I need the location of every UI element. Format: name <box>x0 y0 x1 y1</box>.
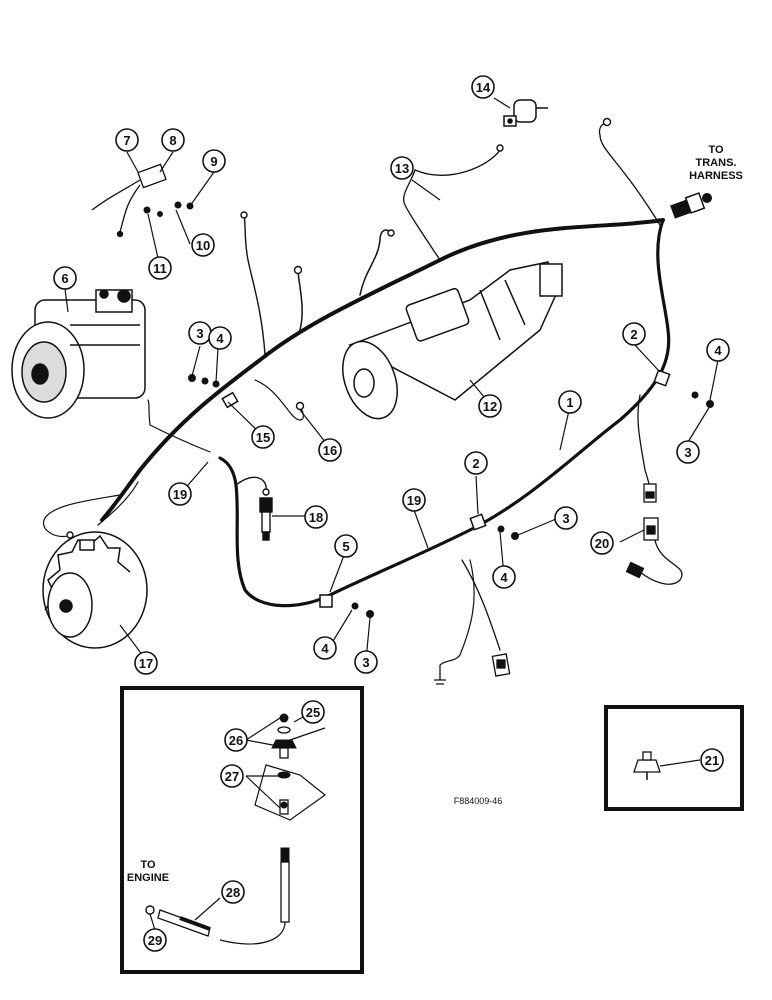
callout-19-left: 19 <box>168 482 192 506</box>
callout-15: 15 <box>251 425 275 449</box>
callout-29: 29 <box>143 928 167 952</box>
svg-text:2: 2 <box>630 327 637 342</box>
svg-text:2: 2 <box>472 456 479 471</box>
callout-5: 5 <box>334 534 358 558</box>
svg-text:17: 17 <box>139 656 153 671</box>
callout-6: 6 <box>53 266 77 290</box>
callout-1: 1 <box>558 390 582 414</box>
callout-25: 25 <box>301 700 325 724</box>
trans-harness-label: TO TRANS. HARNESS <box>689 144 743 182</box>
svg-text:28: 28 <box>226 885 240 900</box>
svg-text:4: 4 <box>216 331 224 346</box>
terminal-rings <box>66 117 612 539</box>
svg-text:21: 21 <box>705 753 719 768</box>
svg-text:HARNESS: HARNESS <box>689 170 743 182</box>
svg-text:4: 4 <box>500 570 508 585</box>
svg-text:4: 4 <box>714 343 722 358</box>
svg-text:8: 8 <box>169 133 176 148</box>
svg-text:7: 7 <box>123 133 130 148</box>
svg-text:12: 12 <box>483 399 497 414</box>
svg-text:20: 20 <box>595 536 609 551</box>
callout-2-center: 2 <box>464 451 488 475</box>
callout-19-center: 19 <box>402 488 426 512</box>
callout-2-right: 2 <box>622 322 646 346</box>
callout-28: 28 <box>221 880 245 904</box>
svg-text:1: 1 <box>566 395 573 410</box>
svg-text:3: 3 <box>196 326 203 341</box>
callout-14: 14 <box>471 75 495 99</box>
part-14-relay <box>503 99 548 127</box>
callout-27: 27 <box>220 764 244 788</box>
callout-13: 13 <box>390 156 414 180</box>
inset-part-21 <box>604 705 744 811</box>
harness-clamps <box>221 369 671 608</box>
part-12-starter <box>342 261 563 420</box>
svg-text:16: 16 <box>323 443 337 458</box>
svg-text:14: 14 <box>476 80 491 95</box>
svg-text:3: 3 <box>684 445 691 460</box>
svg-text:25: 25 <box>306 705 320 720</box>
callout-12: 12 <box>478 394 502 418</box>
callout-21: 21 <box>700 748 724 772</box>
callout-4-center: 4 <box>492 565 516 589</box>
engine-label: TO ENGINE <box>127 859 169 884</box>
svg-text:15: 15 <box>256 430 270 445</box>
svg-text:TO: TO <box>140 859 156 871</box>
svg-text:TO: TO <box>708 144 724 156</box>
callout-8: 8 <box>161 128 185 152</box>
svg-text:6: 6 <box>61 271 68 286</box>
callout-3-bottom: 3 <box>354 650 378 674</box>
callout-20: 20 <box>590 531 614 555</box>
callout-3-right: 3 <box>676 440 700 464</box>
callout-4-left: 4 <box>208 326 232 350</box>
figure-code: F884009-46 <box>454 796 503 806</box>
callout-10: 10 <box>191 233 215 257</box>
part-17-alternator <box>42 531 148 649</box>
callout-7: 7 <box>115 128 139 152</box>
svg-text:3: 3 <box>562 511 569 526</box>
lower-harness-connector <box>434 653 511 685</box>
part-7-8-module <box>91 163 167 238</box>
part-18-sender <box>259 497 273 541</box>
connector-20 <box>625 483 683 585</box>
svg-text:10: 10 <box>196 238 210 253</box>
svg-text:TRANS.: TRANS. <box>696 157 737 169</box>
svg-text:27: 27 <box>225 769 239 784</box>
svg-text:ENGINE: ENGINE <box>127 872 169 884</box>
trans-harness-connector <box>670 192 712 219</box>
svg-text:26: 26 <box>229 733 243 748</box>
svg-text:11: 11 <box>153 261 167 276</box>
svg-text:29: 29 <box>148 933 162 948</box>
part-6-compressor <box>11 289 146 419</box>
callout-3-center: 3 <box>554 506 578 530</box>
svg-text:4: 4 <box>321 641 329 656</box>
svg-text:5: 5 <box>342 539 349 554</box>
svg-text:19: 19 <box>407 493 421 508</box>
svg-text:9: 9 <box>210 154 217 169</box>
callout-26: 26 <box>224 728 248 752</box>
callout-4-right: 4 <box>706 338 730 362</box>
hardware-bolts <box>143 201 714 618</box>
svg-text:19: 19 <box>173 487 187 502</box>
callout-3-left: 3 <box>188 321 212 345</box>
callout-17: 17 <box>134 651 158 675</box>
svg-text:3: 3 <box>362 655 369 670</box>
svg-text:13: 13 <box>395 161 409 176</box>
callout-9: 9 <box>202 149 226 173</box>
callout-4-bottom: 4 <box>313 636 337 660</box>
svg-text:18: 18 <box>309 510 323 525</box>
callout-16: 16 <box>318 438 342 462</box>
callout-11: 11 <box>148 256 172 280</box>
main-harness <box>42 121 671 666</box>
callout-18: 18 <box>304 505 328 529</box>
